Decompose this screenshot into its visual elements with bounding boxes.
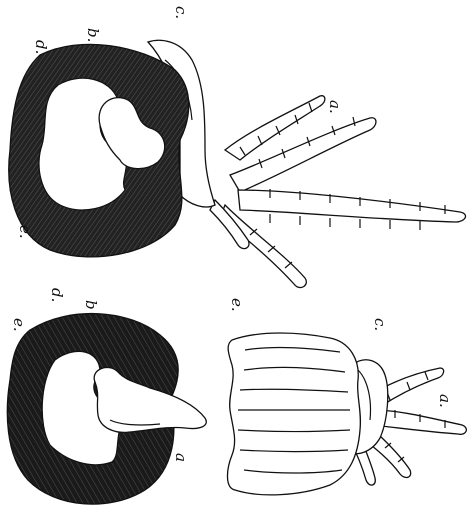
label-lower-left-e: e. <box>10 318 28 332</box>
label-upper-c: c. <box>172 6 190 19</box>
label-upper-a: a. <box>326 100 344 114</box>
label-lower-right-c: c. <box>371 318 389 331</box>
upper-specimen: a. b. c. d. e. <box>9 6 466 288</box>
label-upper-d: d. <box>32 40 50 54</box>
upper-roots <box>210 96 466 288</box>
label-lower-left-b: b <box>82 300 100 310</box>
label-lower-left-a: a <box>172 453 190 462</box>
label-upper-e: e. <box>16 225 34 239</box>
lower-left-specimen: a b d. e. <box>7 288 206 504</box>
label-lower-left-d: d. <box>48 288 66 302</box>
lower-right-specimen: a. c. e. <box>227 298 466 495</box>
label-lower-right-a: a. <box>436 394 454 408</box>
label-lower-right-e: e. <box>228 298 246 312</box>
label-upper-b: b. <box>84 28 102 42</box>
